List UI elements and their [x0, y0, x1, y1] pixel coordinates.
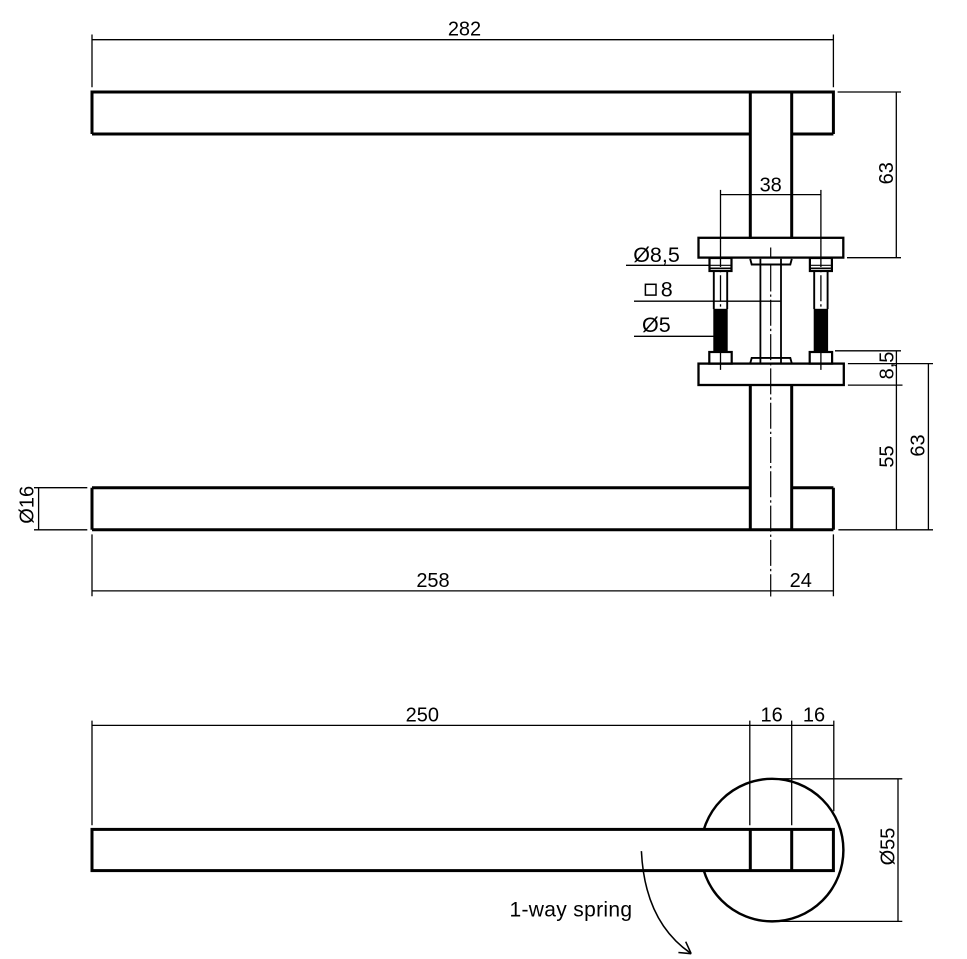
- svg-text:Ø8,5: Ø8,5: [633, 243, 680, 267]
- svg-text:63: 63: [907, 434, 929, 456]
- svg-text:8: 8: [661, 277, 673, 301]
- svg-text:38: 38: [760, 175, 782, 197]
- svg-text:1-way spring: 1-way spring: [510, 899, 633, 922]
- svg-text:250: 250: [406, 705, 439, 727]
- svg-text:55: 55: [876, 445, 898, 467]
- svg-text:282: 282: [448, 19, 481, 41]
- svg-text:8,5: 8,5: [876, 352, 898, 380]
- svg-text:Ø5: Ø5: [642, 313, 671, 337]
- svg-text:24: 24: [790, 570, 812, 592]
- svg-text:63: 63: [876, 162, 898, 184]
- svg-text:258: 258: [416, 570, 449, 592]
- svg-text:Ø16: Ø16: [16, 486, 38, 524]
- svg-text:Ø55: Ø55: [878, 828, 900, 866]
- svg-text:16: 16: [760, 705, 782, 727]
- svg-text:16: 16: [803, 705, 825, 727]
